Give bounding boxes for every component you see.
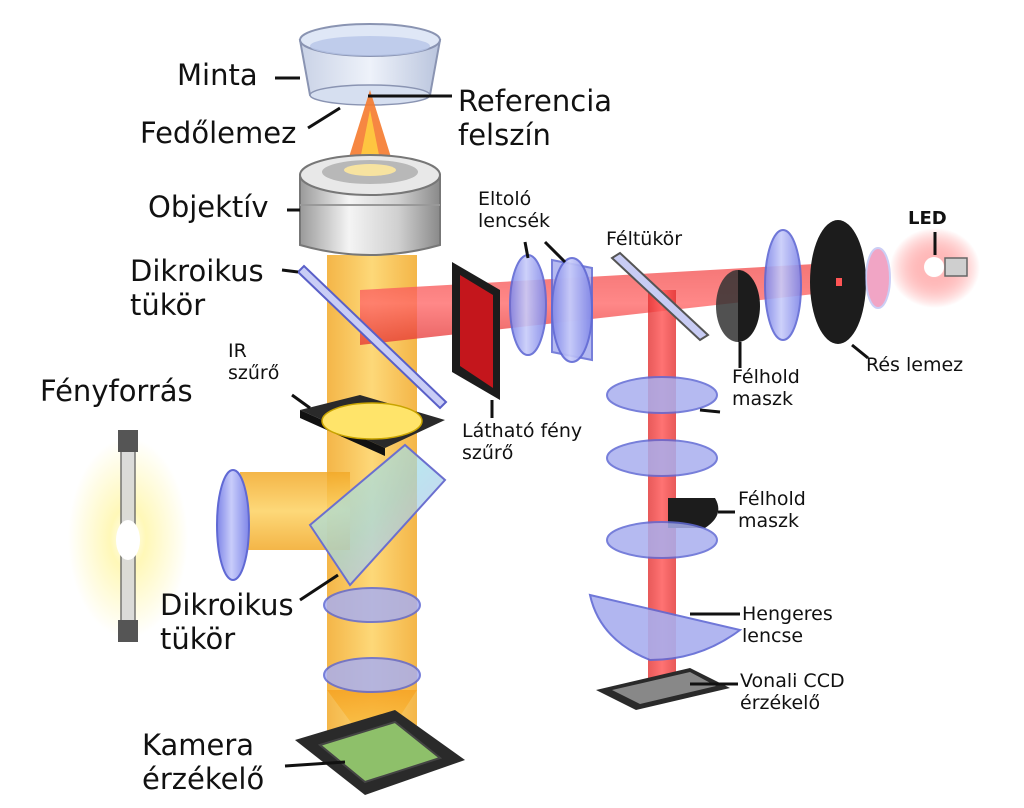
collector-lens: [216, 469, 250, 581]
label-kamera-erzekelo: Kamera érzékelő: [142, 728, 265, 797]
dichroic-mirror-bottom: [308, 443, 447, 587]
label-lathato-feny-szuro: Látható fény szűrő: [462, 420, 583, 465]
condenser-lens-right: [764, 229, 802, 341]
relay-lens-3: [606, 521, 718, 559]
line-ccd-sensor: [596, 668, 730, 710]
label-felhold-maszk-2: Félhold maszk: [738, 488, 806, 533]
half-moon-mask-2: [668, 498, 719, 528]
label-vonali-ccd-erzekelo: Vonali CCD érzékelő: [740, 670, 845, 715]
led-source: [865, 228, 980, 309]
leader-lines: [275, 76, 937, 768]
shift-lenses: [509, 254, 593, 363]
half-moon-mask-1: [716, 270, 760, 342]
label-felhold-maszk-1: Félhold maszk: [732, 366, 800, 411]
relay-lens-2: [606, 439, 718, 477]
light-source-lamp: [68, 430, 188, 642]
slit-plate: [810, 220, 866, 344]
label-feltukor: Féltükör: [606, 228, 683, 250]
ir-filter: [300, 395, 445, 456]
label-led: LED: [908, 208, 947, 229]
sample-dish: [298, 23, 442, 106]
cylindrical-lens: [588, 593, 743, 662]
relay-lens-1: [606, 376, 718, 414]
label-fedolemez: Fedőlemez: [140, 116, 297, 150]
label-ir-szuro: IR szűrő: [228, 340, 280, 385]
beamsplitter: [610, 251, 710, 342]
label-hengeres-lencse: Hengeres lencse: [742, 603, 833, 648]
visible-light-filter: [452, 262, 500, 400]
label-objektiv: Objektív: [148, 190, 269, 224]
objective: [299, 154, 441, 256]
label-res-lemez: Rés lemez: [866, 354, 964, 376]
label-minta: Minta: [177, 58, 258, 92]
label-referencia-felszin: Referencia felszín: [458, 84, 613, 153]
label-fenyforras: Fényforrás: [40, 374, 193, 408]
dichroic-mirror-top: [296, 264, 448, 410]
camera-sensor: [295, 710, 465, 795]
label-eltolo-lencsek: Eltoló lencsék: [478, 188, 551, 233]
label-dikroikus-tukor-top: Dikroikus tükör: [130, 254, 264, 323]
tube-lenses: [323, 587, 421, 693]
label-dikroikus-tukor-bottom: Dikroikus tükör: [160, 588, 294, 657]
